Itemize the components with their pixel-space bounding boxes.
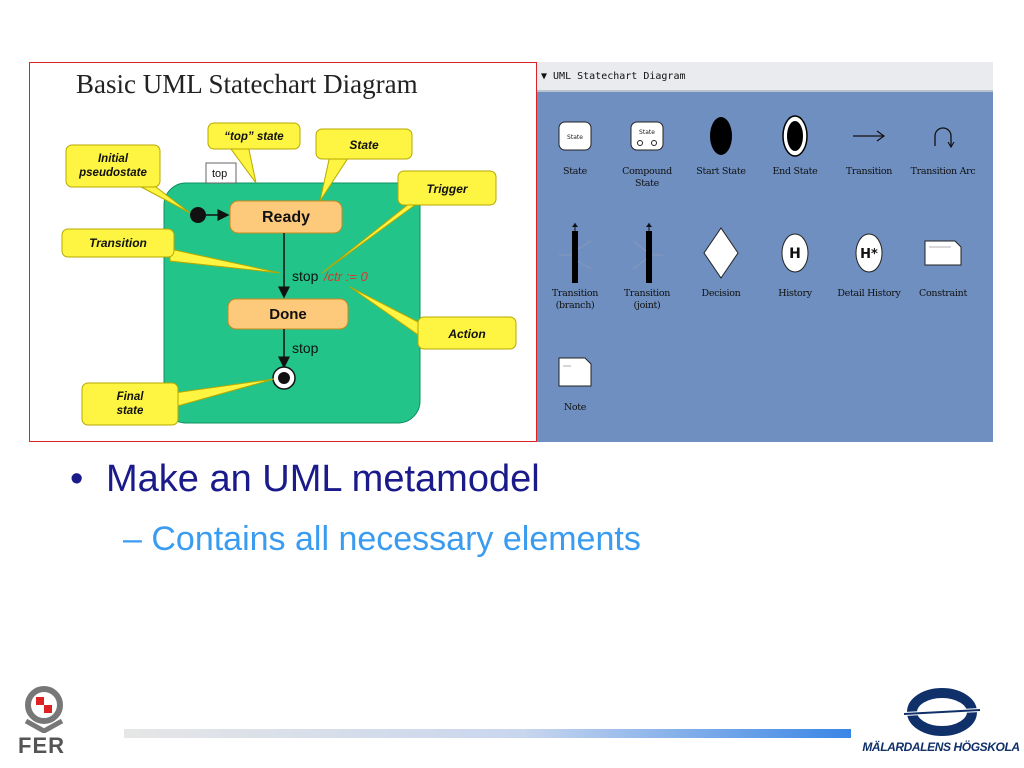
- trigger-text: stop: [292, 268, 319, 284]
- fer-logo-text: FER: [18, 733, 65, 758]
- compound-state-icon: State: [609, 110, 685, 162]
- ready-label: Ready: [262, 209, 310, 226]
- callout-initial-line2: pseudostate: [78, 167, 147, 179]
- note-icon: [537, 346, 613, 398]
- palette-item-label: Transition Arc: [910, 166, 976, 177]
- statechart-diagram: top Ready Done stop /ctr := 0 stop Init: [61, 122, 517, 426]
- palette-item-label: Detail History: [837, 288, 901, 299]
- footer-gradient-line: [124, 729, 851, 738]
- start-state-icon: [683, 110, 759, 162]
- arrow-right-icon: [831, 110, 907, 162]
- callout-final: Final state: [81, 382, 179, 426]
- end-state-icon: [757, 110, 833, 162]
- fer-emblem-icon: [24, 686, 64, 734]
- callout-initial: Initial pseudostate: [65, 144, 161, 188]
- branch-icon: [537, 222, 613, 284]
- joint-icon: [609, 222, 685, 284]
- palette-item-transition-joint[interactable]: Transition (joint): [609, 222, 685, 312]
- svg-text:Action: Action: [447, 327, 485, 341]
- action-expr-text: /ctr := 0: [323, 269, 368, 284]
- done-state: [227, 298, 349, 330]
- mdh-logo-text: MÄLARDALENS HÖGSKOLA: [862, 740, 1020, 754]
- palette-item-constraint[interactable]: Constraint: [905, 222, 981, 300]
- done-label: Done: [269, 306, 307, 323]
- svg-text:State: State: [567, 134, 583, 141]
- svg-text:“top” state: “top” state: [224, 131, 284, 143]
- palette-item-label: Decision: [701, 288, 741, 299]
- palette-item-detail-history[interactable]: H* Detail History: [831, 222, 907, 300]
- palette-header[interactable]: ▼ UML Statechart Diagram: [537, 62, 993, 92]
- palette-item-label: Compound State: [622, 166, 672, 189]
- top-tag-box: [205, 162, 237, 184]
- svg-text:Transition: Transition: [89, 236, 147, 250]
- callout-trigger: Trigger: [397, 170, 497, 206]
- callout-initial-line1: Initial: [98, 153, 129, 165]
- palette-item-transition-branch[interactable]: Transition (branch): [537, 222, 613, 312]
- palette-item-label: State: [563, 166, 587, 177]
- callout-state: State: [315, 128, 413, 160]
- callout-top-state: “top” state: [207, 122, 301, 150]
- diamond-icon: [683, 222, 759, 284]
- mdh-emblem-icon: [903, 688, 981, 736]
- detail-history-icon: H*: [831, 222, 907, 284]
- bullet-dot: •: [70, 458, 84, 500]
- constraint-icon: [905, 222, 981, 284]
- palette-item-label: Transition (branch): [551, 288, 599, 311]
- palette-item-label: Transition (joint): [623, 288, 671, 311]
- palette-item-transition-arc[interactable]: Transition Arc: [905, 110, 981, 178]
- palette-item-label: Transition: [845, 166, 893, 177]
- palette-item-label: Note: [563, 402, 587, 413]
- fer-logo: FER: [16, 683, 76, 759]
- svg-text:State: State: [349, 138, 379, 152]
- palette-item-end-state[interactable]: End State: [757, 110, 833, 178]
- palette-item-decision[interactable]: Decision: [683, 222, 759, 300]
- svg-text:Trigger: Trigger: [426, 182, 468, 196]
- callout-final-line2: state: [117, 405, 144, 417]
- statechart-figure: Basic UML Statechart Diagram top Ready D…: [29, 62, 537, 442]
- palette-item-transition[interactable]: Transition: [831, 110, 907, 178]
- palette-item-label: History: [778, 288, 812, 299]
- palette-item-history[interactable]: H History: [757, 222, 833, 300]
- palette-item-label: Constraint: [919, 288, 967, 299]
- palette-item-note[interactable]: Note: [537, 346, 613, 414]
- callout-final-line1: Final: [117, 391, 145, 403]
- palette-item-start-state[interactable]: Start State: [683, 110, 759, 178]
- mdh-logo: MÄLARDALENS HÖGSKOLA: [860, 688, 1022, 760]
- callout-action: Action: [417, 316, 517, 350]
- initial-pseudostate: [190, 207, 206, 223]
- top-tag-label: top: [212, 168, 227, 180]
- bullet-level-1-text: Make an UML metamodel: [106, 458, 540, 500]
- state-box-icon: State: [537, 110, 613, 162]
- history-icon: H: [757, 222, 833, 284]
- stop-text: stop: [292, 340, 319, 356]
- svg-text:H*: H*: [860, 247, 878, 262]
- arc-icon: [905, 110, 981, 162]
- svg-text:State: State: [639, 129, 655, 136]
- bullet-level-2: – Contains all necessary elements: [123, 520, 641, 558]
- palette-item-label: Start State: [696, 166, 746, 177]
- svg-text:H: H: [789, 246, 801, 262]
- callout-transition: Transition: [61, 228, 175, 258]
- ready-state: [229, 200, 343, 234]
- figure-title: Basic UML Statechart Diagram: [76, 69, 418, 99]
- palette-item-label: End State: [772, 166, 818, 177]
- bullet-level-1: • Make an UML metamodel: [70, 458, 540, 501]
